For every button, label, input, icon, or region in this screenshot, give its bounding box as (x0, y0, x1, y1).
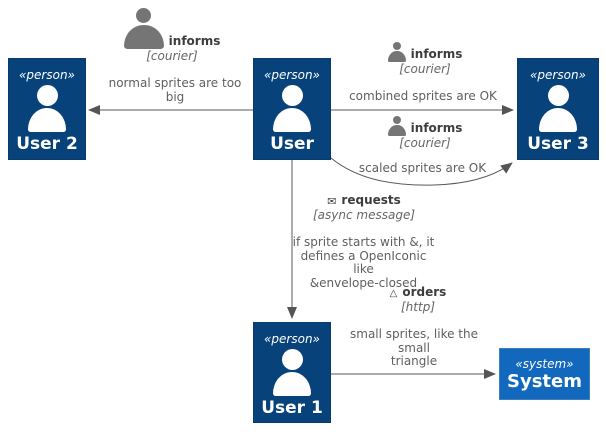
edge-desc-small-sprites: small sprites, like the small triangle (350, 327, 478, 368)
person-icon (28, 85, 66, 132)
envelope-icon: ✉ (327, 195, 337, 208)
edge-tech: [courier] (146, 49, 198, 63)
person-icon (273, 349, 311, 396)
edge-desc-openiconic-note: if sprite starts with &, it defines a Op… (292, 235, 435, 290)
edge-verb: informs (410, 47, 463, 61)
node-user1: «person» User 1 (253, 322, 331, 423)
person-sprite-small-icon (387, 116, 406, 136)
node-name: User 3 (527, 134, 589, 154)
stereotype-label: «system» (515, 356, 574, 371)
node-system: «system» System (499, 348, 590, 400)
edge-label-informs-top: informs [courier] (120, 8, 224, 63)
edge-desc-user-to-user2: normal sprites are too big (108, 76, 242, 104)
edge-desc-combined: combined sprites are OK (349, 89, 497, 103)
node-name: User 2 (16, 134, 78, 154)
triangle-icon: △ (389, 288, 398, 299)
node-name: System (507, 370, 582, 392)
edge-user-to-user3-scaled (330, 157, 513, 186)
stereotype-label: «person» (19, 68, 75, 82)
stereotype-label: «person» (264, 332, 320, 346)
node-user3: «person» User 3 (517, 58, 599, 160)
node-user: «person» User (253, 58, 331, 160)
edge-desc-scaled: scaled sprites are OK (358, 161, 487, 175)
edge-label-informs-combined: informs [courier] (386, 42, 464, 76)
stereotype-label: «person» (530, 68, 586, 82)
edge-tech: [courier] (399, 136, 451, 150)
person-icon (539, 85, 577, 132)
person-sprite-large-icon (123, 8, 164, 49)
edge-label-requests: ✉ requests [async message] (300, 194, 428, 222)
edge-label-informs-scaled: informs [courier] (386, 116, 464, 150)
edge-label-orders: △ orders [http] (366, 286, 470, 314)
node-name: User (270, 134, 314, 154)
edge-tech: [http] (401, 300, 435, 314)
person-icon (273, 85, 311, 132)
edge-verb: informs (410, 121, 463, 135)
node-user2: «person» User 2 (8, 58, 86, 160)
edge-tech: [async message] (312, 208, 416, 222)
edge-verb: informs (168, 34, 221, 48)
person-sprite-small-icon (387, 42, 406, 62)
stereotype-label: «person» (264, 68, 320, 82)
edge-tech: [courier] (399, 62, 451, 76)
node-name: User 1 (261, 398, 323, 418)
edge-verb: orders (402, 285, 447, 299)
edge-verb: requests (341, 193, 401, 207)
